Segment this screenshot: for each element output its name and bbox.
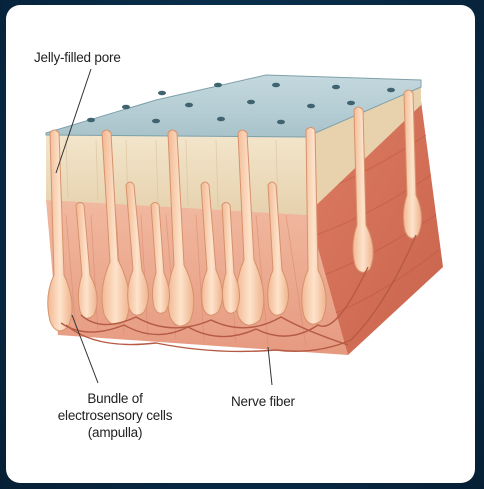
label-ampulla-line3: (ampulla) [30,424,200,441]
nerve-leader-line [268,347,272,385]
label-nerve-fiber: Nerve fiber [231,393,295,410]
diagram-card: Jelly-filled pore Bundle of electrosenso… [6,5,475,483]
label-ampulla-line1: Bundle of [30,390,200,407]
label-ampulla-line2: electrosensory cells [30,407,200,424]
label-jelly-filled-pore: Jelly-filled pore [34,49,121,66]
label-ampulla: Bundle of electrosensory cells (ampulla) [30,390,200,441]
